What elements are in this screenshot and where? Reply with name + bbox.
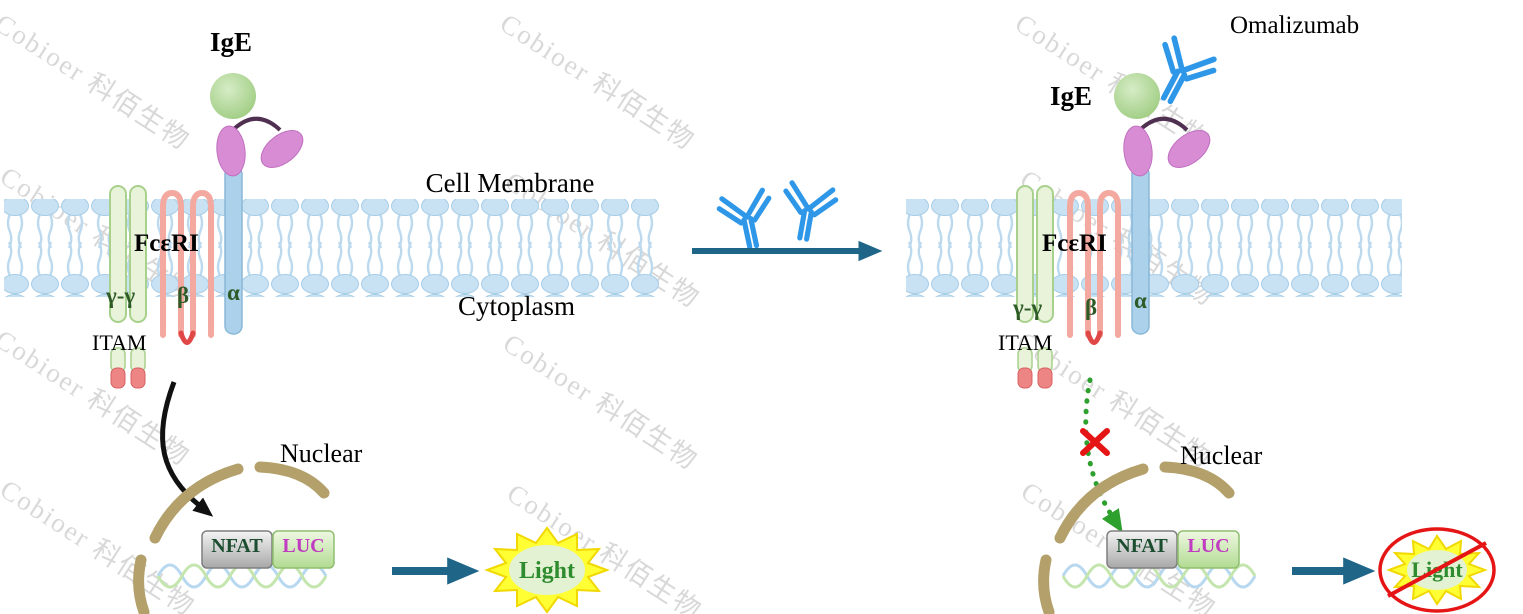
gamma-chain [129,185,147,323]
prohibition-slash [1387,541,1487,598]
alpha-chain [224,165,243,335]
alpha-label-right: α [1134,288,1147,313]
alpha-domain [260,130,304,168]
alpha-hinge [232,116,282,132]
cell-membrane-right [906,199,1402,297]
nuclear-label-left: Nuclear [280,439,363,468]
fceri-receptor-right [1016,36,1218,389]
ige-molecule [1114,73,1160,119]
itam-label-right: ITAM [998,330,1053,355]
gamma-chain [1016,185,1034,323]
no-light-symbol: Light [1378,527,1496,613]
beta-label-left: β [177,283,190,308]
itam-tip [1037,367,1053,389]
ige-molecule [210,73,256,119]
gamma-label-left: γ-γ [106,283,136,308]
light-label-left: Light [519,558,575,584]
gamma-chain [1036,185,1054,323]
nucleus-right [1038,461,1235,614]
ige-label-right: IgE [1050,81,1093,111]
prohibition-ellipse [1378,527,1496,613]
nfat-box-left [201,530,273,569]
luc-box-left [272,530,335,569]
alpha-domain [1167,130,1211,168]
free-omalizumab-antibodies [717,182,837,251]
fceri-label-right: FcεRI [1042,230,1107,257]
nfat-label-right: NFAT [1116,535,1168,557]
alpha-label-left: α [227,280,240,305]
ige-label-left: IgE [209,27,253,57]
beta-itam-tip [1085,330,1103,345]
nuclear-label-right: Nuclear [1180,441,1263,470]
blocked-signal-arrow [1083,377,1123,533]
block-x-mark [1080,428,1110,456]
alpha-hinge [1139,116,1189,132]
gamma-label-right: γ-γ [1013,295,1043,320]
starburst-center [509,545,585,595]
beta-label-right: β [1085,295,1098,320]
beta-subunit-loop [1097,189,1121,338]
beta-subunit-loop [190,189,214,338]
cell-membrane-left [4,199,660,297]
itam-tip [130,367,146,389]
luc-label-left: LUC [282,535,325,557]
alpha-domain [216,125,246,177]
itam-label-left: ITAM [92,330,147,355]
omalizumab-label: Omalizumab [1230,12,1360,39]
fceri-label-left: FcεRI [134,230,199,257]
cell-membrane-label: Cell Membrane [425,168,595,198]
beta-subunit-loop [1067,189,1091,338]
nfat-label-left: NFAT [211,535,263,557]
light-starburst-left: Light [484,526,610,614]
alpha-domain [1123,125,1153,177]
nucleus-left [133,461,330,614]
luc-box-right [1177,530,1240,569]
nfat-box-right [1106,530,1178,569]
beta-itam-tip [178,330,196,345]
fceri-receptor-left [109,73,304,389]
luc-label-right: LUC [1187,535,1230,557]
itam-tip [110,367,126,389]
gamma-chain [109,185,127,323]
cytoplasm-label: Cytoplasm [458,291,576,321]
itam-tip [1017,367,1033,389]
beta-subunit-loop [160,189,184,338]
